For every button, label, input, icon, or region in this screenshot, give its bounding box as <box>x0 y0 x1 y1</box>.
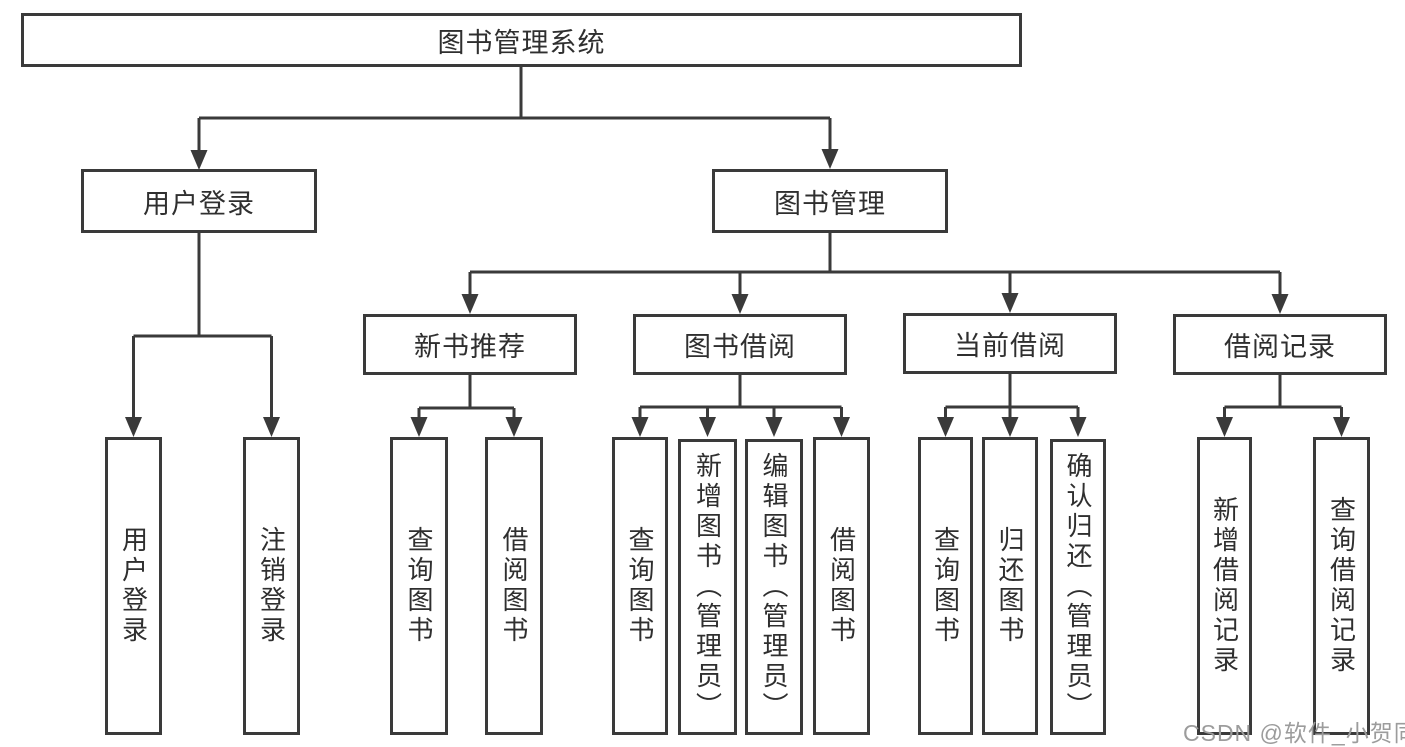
leaf-bb-borrow-books-label: 借阅图书 <box>826 526 857 646</box>
node-root-label: 图书管理系统 <box>437 27 606 58</box>
node-current-borrowing: 当前借阅 <box>903 313 1117 374</box>
node-root: 图书管理系统 <box>21 13 1022 67</box>
node-borrowing-records-label: 借阅记录 <box>1224 332 1336 362</box>
arrowhead-icon <box>765 417 783 437</box>
leaf-nb-query-books-label: 查询图书 <box>404 526 434 646</box>
arrowhead-icon <box>1001 293 1019 313</box>
leaf-cb-query-books: 查询图书 <box>918 437 973 735</box>
arrowhead-icon <box>937 417 954 437</box>
node-book-management-label: 图书管理 <box>774 188 886 219</box>
connector-book-borrowing-to-leaves <box>638 375 843 420</box>
leaf-bb-add-books: 新增图书（管理员） <box>678 439 737 735</box>
leaf-bb-edit-books-label: 编辑图书（管理员） <box>759 452 789 722</box>
leaf-cb-confirm-return: 确认归还（管理员） <box>1050 439 1106 735</box>
connector-new-book-recommend-to-leaves <box>417 375 516 420</box>
leaf-nb-query-books: 查询图书 <box>390 437 448 735</box>
arrowhead-icon <box>263 417 280 437</box>
node-book-borrowing: 图书借阅 <box>633 314 847 375</box>
node-book-management: 图书管理 <box>712 169 948 233</box>
leaf-br-query-record-label: 查询借阅记录 <box>1326 496 1357 676</box>
leaf-br-add-record: 新增借阅记录 <box>1197 437 1252 735</box>
arrowhead-icon <box>1333 417 1350 437</box>
leaf-br-query-record: 查询借阅记录 <box>1313 437 1370 735</box>
node-book-borrowing-label: 图书借阅 <box>684 332 796 362</box>
leaf-bb-borrow-books: 借阅图书 <box>813 437 870 735</box>
node-new-book-recommend-label: 新书推荐 <box>414 332 526 362</box>
node-user-login-label: 用户登录 <box>143 188 255 219</box>
arrowhead-icon <box>1069 417 1087 437</box>
connector-root-to-level2 <box>197 67 832 152</box>
leaf-nb-borrow-books-label: 借阅图书 <box>499 526 529 646</box>
connector-book-management-to-level3 <box>468 233 1282 296</box>
leaf-user-login-label: 用户登录 <box>118 526 149 646</box>
leaf-cb-confirm-return-label: 确认归还（管理员） <box>1063 452 1093 722</box>
leaf-cb-query-books-label: 查询图书 <box>930 526 961 646</box>
node-borrowing-records: 借阅记录 <box>1173 314 1387 375</box>
connector-current-borrowing-to-leaves <box>944 374 1080 420</box>
arrowhead-icon <box>833 417 850 437</box>
csdn-watermark: CSDN @软件_小贺同学 <box>1183 720 1405 746</box>
arrowhead-icon <box>699 417 716 437</box>
leaf-bb-query-books: 查询图书 <box>612 437 668 735</box>
leaf-user-login: 用户登录 <box>105 437 162 735</box>
leaf-cb-return-books: 归还图书 <box>982 437 1038 735</box>
arrowhead-icon <box>505 417 523 437</box>
arrowhead-icon <box>1216 417 1233 437</box>
arrowhead-icon <box>731 294 749 314</box>
leaf-logout-label: 注销登录 <box>256 526 287 646</box>
leaf-bb-add-books-label: 新增图书（管理员） <box>692 452 723 722</box>
arrowhead-icon <box>631 417 649 437</box>
arrowhead-icon <box>125 417 142 437</box>
leaf-br-add-record-label: 新增借阅记录 <box>1209 496 1240 676</box>
arrowhead-icon <box>1271 294 1289 314</box>
arrowheads <box>125 149 1350 437</box>
arrowhead-icon <box>1001 417 1019 437</box>
leaf-bb-query-books-label: 查询图书 <box>625 526 655 646</box>
arrowhead-icon <box>410 417 428 437</box>
leaf-cb-return-books-label: 归还图书 <box>995 526 1025 646</box>
arrowhead-icon <box>461 294 479 314</box>
arrowhead-icon <box>821 149 839 169</box>
arrowhead-icon <box>190 150 208 170</box>
leaf-logout: 注销登录 <box>243 437 300 735</box>
connector-borrowing-records-to-leaves <box>1223 375 1343 420</box>
node-current-borrowing-label: 当前借阅 <box>954 331 1066 361</box>
node-new-book-recommend: 新书推荐 <box>363 314 577 375</box>
node-user-login: 用户登录 <box>81 169 317 233</box>
connector-user-login-to-leaves <box>132 233 273 419</box>
leaf-bb-edit-books: 编辑图书（管理员） <box>745 439 803 735</box>
leaf-nb-borrow-books: 借阅图书 <box>485 437 543 735</box>
